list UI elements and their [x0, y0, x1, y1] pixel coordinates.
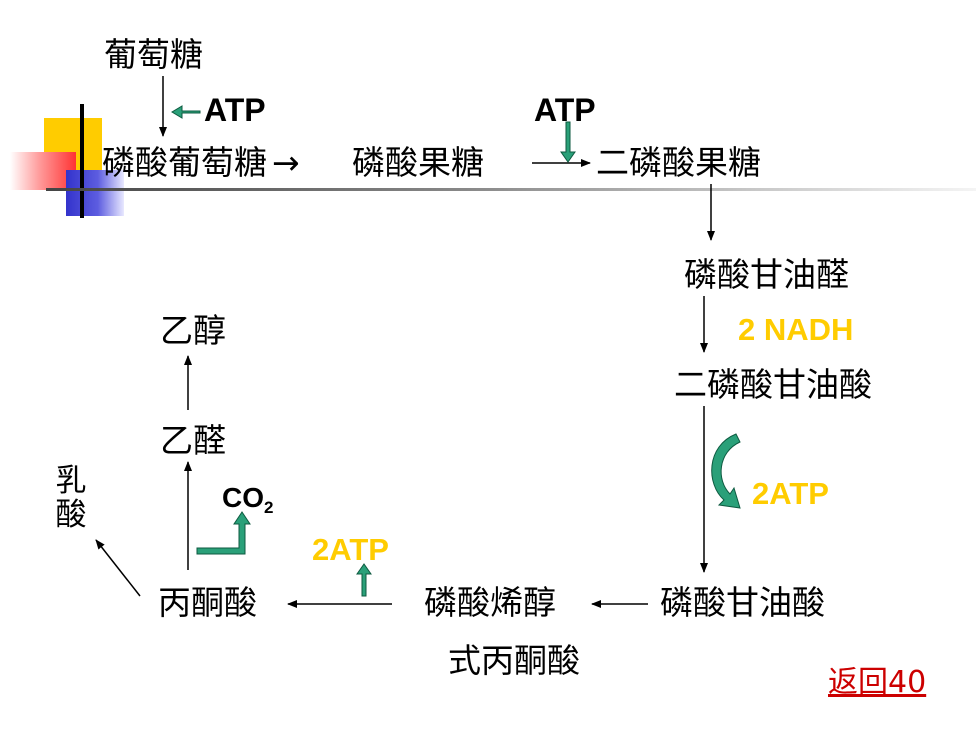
deco-blue-square	[66, 170, 124, 216]
label-atp-2: ATP	[534, 92, 596, 128]
green-arrow-atp-in-2	[560, 121, 576, 163]
label-atp-4: 2ATP	[312, 532, 389, 567]
deco-red-square	[10, 152, 76, 190]
node-ethanol: 乙醇	[160, 311, 226, 350]
green-elbow-arrow-co2	[196, 511, 251, 555]
label-co2: CO2	[222, 482, 274, 517]
label-nadh: 2 NADH	[738, 312, 854, 347]
label-co2-main: CO	[222, 482, 264, 513]
deco-vertical-line	[80, 104, 84, 218]
green-arrow-atp-out-2	[356, 563, 372, 597]
label-atp-1: ATP	[204, 92, 266, 128]
node-fructose-phosphate: 磷酸果糖	[352, 143, 484, 182]
node-glucose-phosphate: 磷酸葡萄糖	[102, 143, 267, 182]
node-pyruvate: 丙酮酸	[158, 583, 257, 622]
deco-horizontal-rule	[46, 188, 976, 191]
node-phosphoglycerate: 磷酸甘油酸	[660, 583, 825, 622]
green-curved-arrow-atp-out	[711, 433, 741, 509]
label-atp-3: 2ATP	[752, 476, 829, 511]
inline-arrow: →	[272, 143, 300, 182]
node-pep-line1: 磷酸烯醇	[424, 583, 556, 622]
back-link[interactable]: 返回40	[828, 665, 927, 700]
label-co2-subscript: 2	[264, 498, 274, 517]
node-acetaldehyde: 乙醛	[160, 421, 226, 460]
node-pep-line2: 式丙酮酸	[448, 641, 580, 680]
node-fructose-bisphosphate: 二磷酸果糖	[596, 143, 761, 182]
green-arrow-atp-in-1	[171, 105, 201, 119]
node-glucose: 葡萄糖	[104, 35, 203, 74]
node-lactate: 乳酸	[55, 463, 87, 533]
node-bisphosphoglycerate: 二磷酸甘油酸	[674, 365, 872, 404]
node-glyceraldehyde-phosphate: 磷酸甘油醛	[684, 255, 849, 294]
arrow-pyruvate-to-lactate	[95, 539, 141, 597]
